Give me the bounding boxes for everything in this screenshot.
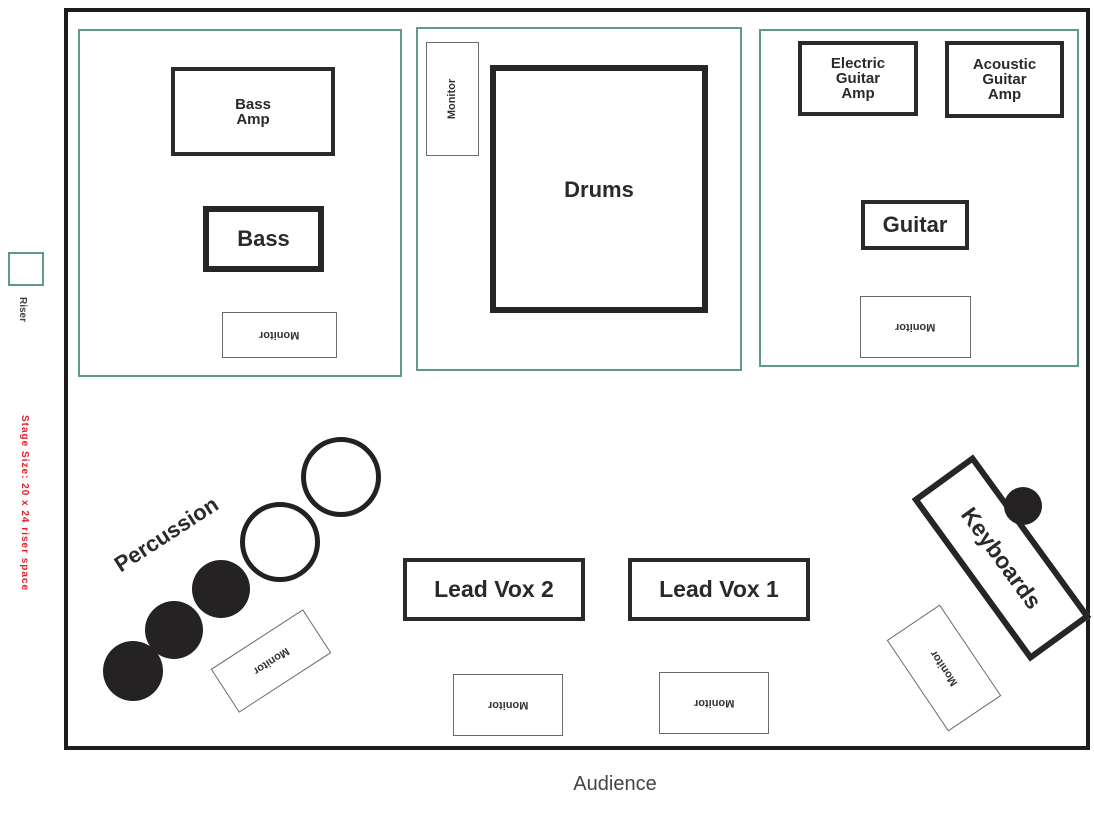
riser-legend-label-wrap: Riser bbox=[17, 297, 35, 339]
drum-kit: Drums bbox=[490, 65, 708, 313]
drum-riser bbox=[416, 27, 742, 371]
lead-vox-1: Lead Vox 1 bbox=[628, 558, 810, 621]
guitar-riser bbox=[759, 29, 1079, 367]
bass-monitor: Monitor bbox=[222, 312, 337, 358]
bass-monitor-label: Monitor bbox=[259, 329, 300, 341]
audience-label-wrap: Audience bbox=[540, 773, 690, 803]
bass-riser bbox=[78, 29, 402, 377]
keyboard-player-marker bbox=[1004, 487, 1042, 525]
electric-guitar-amp: Electric Guitar Amp bbox=[798, 41, 918, 116]
percussion-drum-filled-3 bbox=[192, 560, 250, 618]
acoustic-guitar-amp: Acoustic Guitar Amp bbox=[945, 41, 1064, 118]
stage-size-note: Stage Size: 20 x 24 riser space bbox=[19, 415, 30, 592]
drum-monitor-label: Monitor bbox=[446, 78, 459, 120]
riser-legend-label: Riser bbox=[17, 297, 28, 323]
lead-vox-1-monitor-label: Monitor bbox=[693, 697, 735, 709]
lead-vox-2: Lead Vox 2 bbox=[403, 558, 585, 621]
percussion-monitor-label: Monitor bbox=[250, 644, 292, 678]
percussion-drum-filled-2 bbox=[145, 601, 203, 659]
bass-amp: Bass Amp bbox=[171, 67, 335, 156]
audience-label: Audience bbox=[573, 773, 657, 795]
drum-kit-label: Drums bbox=[564, 177, 634, 202]
guitar-position: Guitar bbox=[861, 200, 969, 250]
lead-vox-2-monitor-label: Monitor bbox=[487, 699, 529, 711]
guitar-monitor-label: Monitor bbox=[895, 321, 936, 333]
stage-outline bbox=[64, 8, 1090, 750]
guitar-monitor: Monitor bbox=[860, 296, 971, 358]
percussion-drum-hollow-2 bbox=[301, 437, 381, 517]
bass-position: Bass bbox=[203, 206, 324, 272]
lead-vox-2-monitor: Monitor bbox=[453, 674, 563, 736]
stage-size-note-wrap: Stage Size: 20 x 24 riser space bbox=[19, 415, 37, 725]
lead-vox-1-monitor: Monitor bbox=[659, 672, 769, 734]
riser-legend-swatch bbox=[8, 252, 44, 286]
percussion-drum-hollow-1 bbox=[240, 502, 320, 582]
keyboard-monitor-label: Monitor bbox=[927, 647, 961, 689]
drum-monitor: Monitor bbox=[426, 42, 479, 156]
